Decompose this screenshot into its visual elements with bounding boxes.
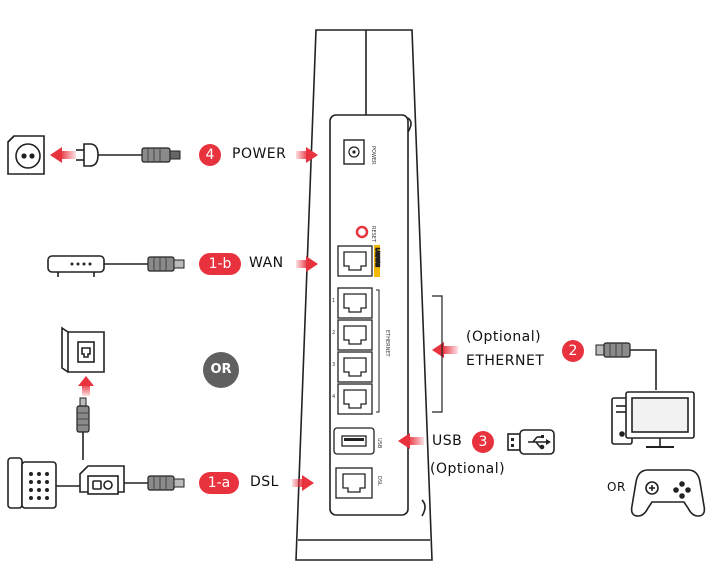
computer-icon bbox=[611, 391, 695, 448]
ethernet-cable-connector bbox=[595, 342, 657, 390]
dsl-label: DSL bbox=[250, 474, 279, 490]
router-ethernet-port-numbers: 1 2 3 4 ETHERNET bbox=[332, 298, 390, 400]
step-badge-wan: 1-b bbox=[199, 253, 241, 275]
router-power-label: POWER bbox=[370, 146, 376, 165]
gamepad-icon bbox=[630, 469, 706, 517]
arrow-ethernet bbox=[432, 342, 458, 358]
step-badge-ethernet: 2 bbox=[562, 340, 584, 362]
router-wan-port: LAN/WAN bbox=[337, 245, 381, 277]
usb-optional-label: (Optional) bbox=[430, 461, 506, 477]
wall-socket-icon bbox=[7, 135, 45, 175]
router-usb-port: USB bbox=[333, 427, 382, 455]
splitter-icon bbox=[79, 465, 148, 495]
router-dsl-port: DSL bbox=[335, 467, 382, 499]
router-usb-label: USB bbox=[376, 438, 382, 449]
router-reset-button: RESET bbox=[355, 225, 376, 243]
usb-label: USB bbox=[432, 433, 463, 449]
arrow-power bbox=[296, 147, 318, 163]
usb-drive-icon bbox=[507, 429, 555, 455]
wan-cable-connector bbox=[147, 256, 185, 272]
modem-icon bbox=[47, 255, 148, 277]
step-badge-power: 4 bbox=[199, 144, 221, 166]
router-power-port: POWER bbox=[343, 139, 376, 165]
wan-tag bbox=[374, 245, 380, 277]
router-wan-label: LAN/WAN bbox=[375, 248, 380, 267]
arrow-wall-socket bbox=[50, 147, 76, 163]
arrow-phone-jack bbox=[78, 376, 94, 396]
arrow-usb bbox=[398, 433, 424, 449]
arrow-wan bbox=[296, 256, 318, 272]
port-number: 4 bbox=[332, 394, 335, 400]
telephone-icon bbox=[7, 457, 80, 509]
router-ethernet-label: ETHERNET bbox=[384, 330, 390, 358]
phone-cable-connector bbox=[76, 397, 90, 460]
port-number: 3 bbox=[332, 362, 335, 368]
dsl-cable-connector bbox=[147, 475, 185, 491]
router-reset-label: RESET bbox=[370, 226, 376, 243]
power-connector bbox=[141, 147, 181, 163]
port-number: 2 bbox=[332, 330, 335, 336]
router-ethernet-ports bbox=[337, 287, 380, 415]
phone-jack-icon bbox=[61, 326, 105, 373]
ethernet-label: ETHERNET bbox=[466, 353, 545, 369]
router-dsl-label: DSL bbox=[376, 476, 382, 486]
step-badge-dsl: 1-a bbox=[199, 472, 239, 494]
power-label: POWER bbox=[232, 146, 287, 162]
power-plug-icon bbox=[76, 143, 142, 167]
wan-label: WAN bbox=[249, 255, 284, 271]
ethernet-optional-label: (Optional) bbox=[466, 329, 542, 345]
step-badge-usb: 3 bbox=[472, 431, 494, 453]
arrow-dsl bbox=[292, 475, 314, 491]
router-body bbox=[295, 29, 433, 561]
or-small-label: OR bbox=[607, 480, 626, 494]
ethernet-bracket bbox=[432, 295, 443, 413]
port-number: 1 bbox=[332, 298, 335, 304]
or-badge: OR bbox=[203, 352, 239, 388]
